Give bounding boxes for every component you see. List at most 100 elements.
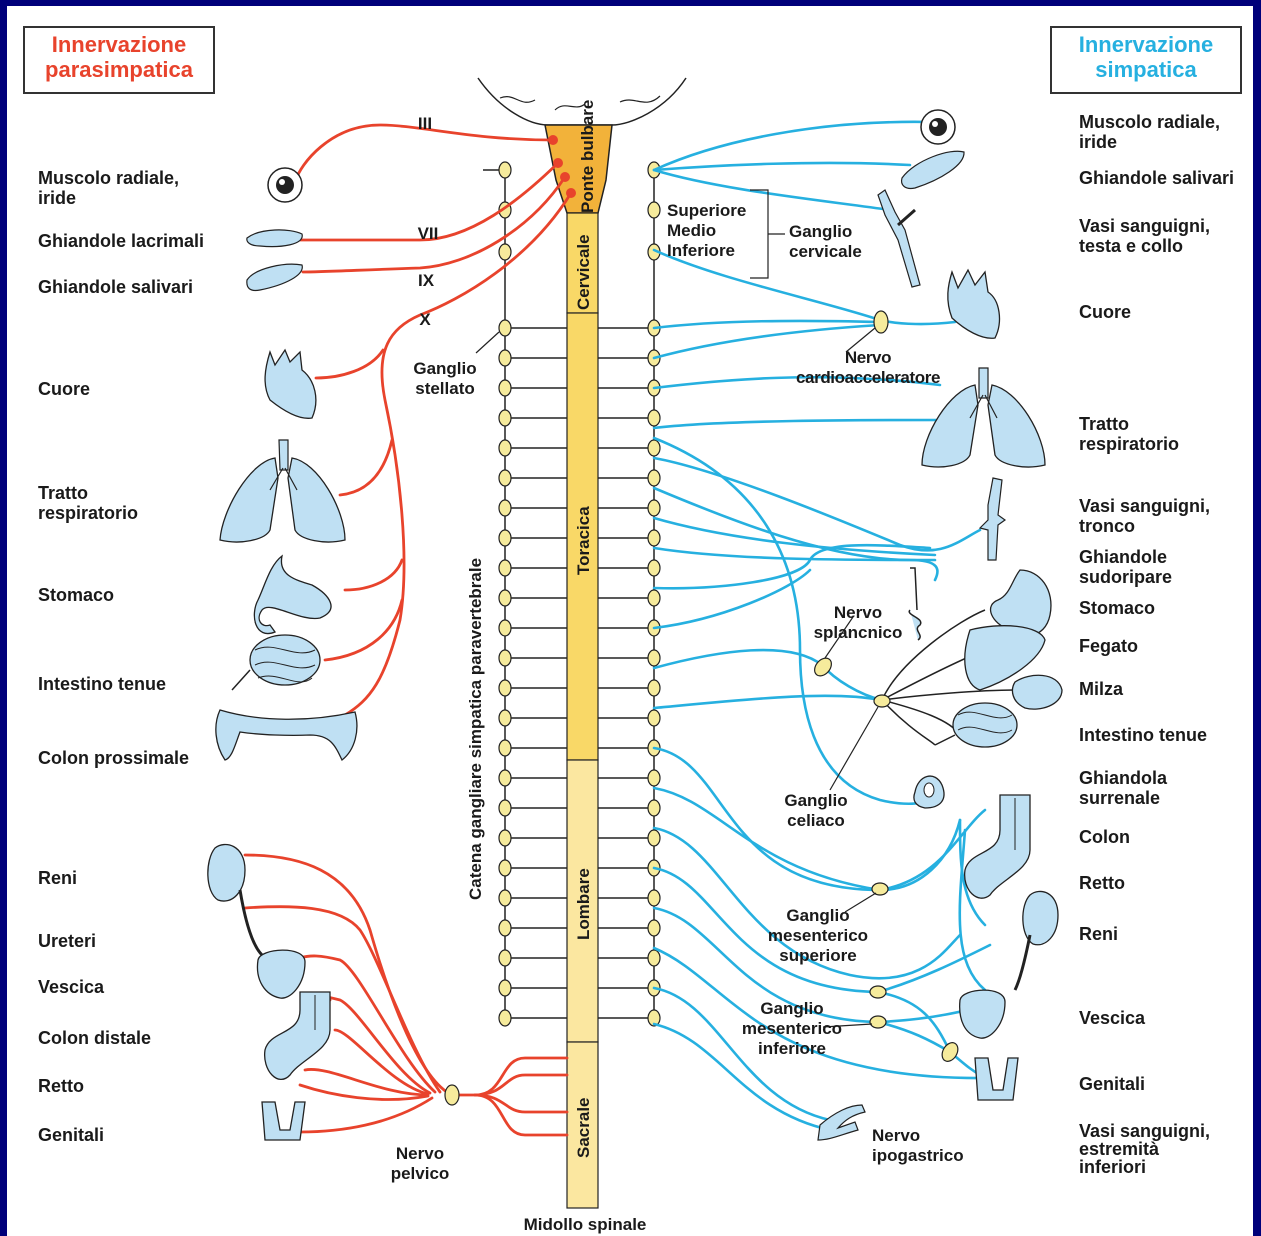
region-label-lumbar: Lombare <box>574 868 593 940</box>
left-lungs-icon <box>220 440 345 542</box>
region-label-sacral: Sacrale <box>574 1098 593 1159</box>
right-label-trunk-vessels: Vasi sanguigni, tronco <box>1079 496 1210 536</box>
right-chain-ganglion <box>648 470 660 486</box>
right-label-kidneys: Reni <box>1079 924 1118 944</box>
left-chain-ganglion <box>499 950 511 966</box>
right-bladder-icon <box>960 990 1005 1038</box>
left-label-proximal-colon: Colon prossimale <box>38 748 189 768</box>
right-chain-ganglion <box>648 890 660 906</box>
left-chain-ganglion <box>499 560 511 576</box>
right-label-rectum: Retto <box>1079 873 1125 893</box>
right-label-colon: Colon <box>1079 827 1130 847</box>
right-spleen-icon <box>1012 675 1062 709</box>
left-label-stomach: Stomaco <box>38 585 114 605</box>
left-chain-ganglion <box>499 410 511 426</box>
left-label-rectum: Retto <box>38 1076 84 1096</box>
right-limb-vessels-icon <box>818 1105 865 1140</box>
left-chain-ganglion <box>499 590 511 606</box>
left-label-iris: Muscolo radiale, iride <box>38 168 179 208</box>
right-label-iris: Muscolo radiale, iride <box>1079 112 1220 152</box>
left-chain-ganglion <box>499 350 511 366</box>
left-genitals-icon <box>262 1102 305 1140</box>
splanchnic-nerve-label: Nervo splancnico <box>805 603 911 643</box>
right-genitals-icon <box>975 1058 1018 1100</box>
left-chain-ganglion <box>499 500 511 516</box>
left-chain-ganglion <box>499 1010 511 1026</box>
right-chain-ganglion <box>648 710 660 726</box>
right-chain-ganglion <box>648 920 660 936</box>
right-head-vessels-icon <box>878 190 920 287</box>
pelvic-ganglion <box>445 1085 459 1105</box>
left-label-salivary: Ghiandole salivari <box>38 277 193 297</box>
right-chain-ganglion <box>648 770 660 786</box>
right-label-heart: Cuore <box>1079 302 1131 322</box>
left-label-lacrimal: Ghiandole lacrimali <box>38 231 204 251</box>
left-eye-icon <box>268 168 302 202</box>
left-label-heart: Cuore <box>38 379 90 399</box>
right-label-liver: Fegato <box>1079 636 1138 656</box>
right-label-adrenal: Ghiandola surrenale <box>1079 768 1167 808</box>
region-label-cervical: Cervicale <box>574 234 593 310</box>
left-distal-colon-icon <box>265 992 330 1079</box>
inf-mesenteric-ganglion-label: Ganglio mesenterico inferiore <box>727 999 857 1059</box>
right-chain-ganglion <box>648 680 660 696</box>
right-chain-ganglion <box>648 590 660 606</box>
right-label-small-intestine: Intestino tenue <box>1079 725 1207 745</box>
right-eye-icon <box>921 110 955 144</box>
right-kidney-icon <box>1015 891 1058 990</box>
sup-mesenteric-ganglion-label: Ganglio mesenterico superiore <box>752 906 884 966</box>
left-chain-ganglion <box>499 890 511 906</box>
right-label-head-vessels: Vasi sanguigni, testa e collo <box>1079 216 1210 256</box>
sympathetic-title: Innervazione simpatica <box>1050 26 1242 94</box>
right-chain-ganglion <box>648 560 660 576</box>
left-label-small-intestine: Intestino tenue <box>38 674 166 694</box>
right-label-sweat: Ghiandole sudoripare <box>1079 547 1172 587</box>
left-chain-ganglion <box>499 770 511 786</box>
cervical-levels-label: Superiore Medio Inferiore <box>667 201 746 261</box>
hypogastric-nerve-label: Nervo ipogastrico <box>872 1126 964 1166</box>
cranial-nerve-x: X <box>419 310 431 329</box>
cranial-nerve-ix: IX <box>418 271 435 290</box>
left-label-bladder: Vescica <box>38 977 104 997</box>
left-label-kidneys: Reni <box>38 868 77 888</box>
spinal-cord-label: Midollo spinale <box>490 1215 680 1235</box>
left-chain-ganglion <box>499 244 511 260</box>
left-chain-ganglion <box>499 162 511 178</box>
left-kidney-icon <box>208 844 262 955</box>
left-label-ureters: Ureteri <box>38 931 96 951</box>
left-chain-ganglion <box>499 650 511 666</box>
chain-label: Catena gangliare simpatica paravertebral… <box>466 558 485 900</box>
cardioaccelerator-nerve-label: Nervo cardioacceleratore <box>780 348 956 388</box>
celiac-ganglion-label: Ganglio celiaco <box>770 791 862 831</box>
left-heart-icon <box>265 350 316 418</box>
cranial-nerve-vii: VII <box>418 224 439 243</box>
right-chain-ganglion <box>648 440 660 456</box>
right-label-salivary: Ghiandole salivari <box>1079 168 1234 188</box>
left-chain-ganglion <box>499 380 511 396</box>
left-chain-ganglion <box>499 710 511 726</box>
left-label-respiratory: Tratto respiratorio <box>38 483 138 523</box>
region-label-thoracic: Toracica <box>574 506 593 575</box>
right-label-limb-vessels: Vasi sanguigni, estremità inferiori <box>1079 1122 1210 1176</box>
left-chain-ganglion <box>499 800 511 816</box>
right-chain-ganglion <box>648 530 660 546</box>
region-label-pons: Ponte bulbare <box>578 100 597 213</box>
left-chain-ganglion <box>499 740 511 756</box>
pelvic-nerve-label: Nervo pelvico <box>380 1144 460 1184</box>
right-chain-ganglion <box>648 800 660 816</box>
left-proximal-colon-icon <box>216 710 357 760</box>
left-small-intestine-icon <box>232 635 320 690</box>
cranial-nerve-iii: III <box>418 114 432 133</box>
left-chain-ganglion <box>499 980 511 996</box>
right-colon-icon <box>965 795 1030 898</box>
right-chain-ganglion <box>648 202 660 218</box>
right-chain-ganglion <box>648 650 660 666</box>
right-heart-icon <box>948 270 1000 338</box>
left-chain-ganglion <box>499 440 511 456</box>
left-chain-ganglion <box>499 920 511 936</box>
right-label-respiratory: Tratto respiratorio <box>1079 414 1179 454</box>
right-trunk-vessels-icon <box>980 478 1005 560</box>
right-chain-ganglion <box>648 500 660 516</box>
